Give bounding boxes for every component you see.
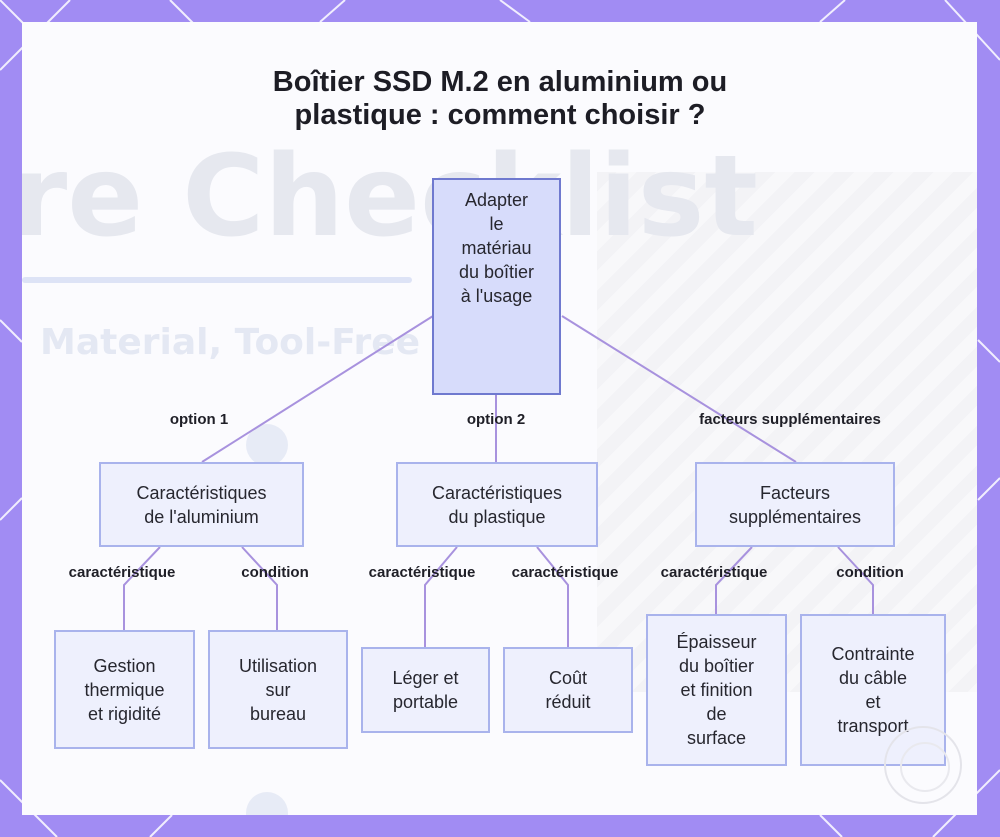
node-root-line: le	[489, 214, 504, 234]
node-line: supplémentaires	[728, 506, 862, 527]
diagram-panel: re Checklist Material, Tool-Free	[22, 22, 977, 815]
edge-alu-gestion	[123, 546, 161, 630]
node-line: et	[865, 692, 881, 712]
node-line: de l'aluminium	[144, 506, 259, 527]
node-line: Coût	[548, 668, 588, 688]
node-gestion-thermique: Gestion thermique et rigidité	[54, 630, 195, 749]
node-cout-reduit: Coût réduit	[503, 647, 633, 733]
node-root-line: Adapter	[464, 190, 529, 210]
node-root-line: du boîtier	[458, 262, 535, 282]
node-leger-portable: Léger et portable	[361, 647, 490, 733]
background-watermark-stripes	[597, 172, 977, 692]
edge-plast-leger	[424, 546, 458, 647]
edge-label-alu-condition: condition	[241, 564, 309, 581]
background-watermark-subtitle: Material, Tool-Free	[40, 322, 421, 363]
node-line: du plastique	[448, 506, 546, 527]
node-contrainte-cable: Contrainte du câble et transport	[800, 614, 946, 766]
title-line-2: plastique : comment choisir ?	[294, 99, 706, 131]
node-root-adapter-materiau: Adapter le matériau du boîtier à l'usage	[432, 178, 561, 395]
background-watermark-text: re Checklist	[22, 132, 758, 262]
edge-label-plast-caracteristique-1: caractéristique	[368, 564, 476, 581]
edge-label-alu-caracteristique: caractéristique	[68, 564, 176, 581]
node-line: Facteurs	[759, 482, 830, 503]
node-line: du câble	[838, 668, 908, 688]
node-line: Épaisseur	[676, 632, 757, 652]
node-line: Utilisation	[238, 655, 318, 676]
node-line: sur	[265, 679, 291, 700]
edge-label-facteurs-supplementaires: facteurs supplémentaires	[699, 411, 881, 428]
background-watermark-circle	[246, 792, 288, 815]
node-utilisation-bureau: Utilisation sur bureau	[208, 630, 348, 749]
edge-alu-utilisation	[241, 546, 278, 630]
node-facteurs-supplementaires: Facteurs supplémentaires	[695, 462, 895, 547]
node-root-line: à l'usage	[460, 286, 533, 306]
diagram-title: Boîtier SSD M.2 en aluminium ou plastiqu…	[0, 66, 1000, 132]
node-line: et finition	[680, 680, 753, 700]
node-caracteristiques-plastique: Caractéristiques du plastique	[396, 462, 598, 547]
edge-fact-epaisseur	[715, 546, 753, 614]
node-line: transport	[837, 716, 909, 736]
node-line: Contrainte	[831, 644, 915, 664]
node-line: réduit	[545, 692, 591, 712]
node-line: Caractéristiques	[136, 482, 267, 503]
node-line: bureau	[249, 703, 307, 724]
node-line: surface	[686, 728, 746, 748]
node-line: Léger et	[392, 668, 459, 688]
node-line: portable	[392, 692, 459, 712]
edge-label-fact-condition: condition	[836, 564, 904, 581]
title-line-1: Boîtier SSD M.2 en aluminium ou	[272, 66, 728, 98]
node-line: de	[706, 704, 727, 724]
node-line: thermique	[84, 679, 165, 700]
node-line: et rigidité	[87, 703, 162, 724]
edge-root-facteurs	[561, 315, 797, 463]
edge-fact-contrainte	[837, 546, 874, 614]
edge-plast-cout	[536, 546, 569, 647]
node-epaisseur-finition: Épaisseur du boîtier et finition de surf…	[646, 614, 787, 766]
background-watermark-bar	[22, 277, 412, 283]
background-watermark-circle	[246, 424, 288, 466]
node-caracteristiques-aluminium: Caractéristiques de l'aluminium	[99, 462, 304, 547]
edge-root-aluminium	[201, 315, 434, 463]
node-line: Gestion	[93, 655, 156, 676]
node-line: du boîtier	[678, 656, 755, 676]
watermark-stamp-icon	[884, 726, 962, 804]
edge-label-plast-caracteristique-2: caractéristique	[511, 564, 619, 581]
node-root-line: matériau	[461, 238, 532, 258]
edge-label-option-2: option 2	[466, 411, 526, 428]
edge-label-option-1: option 1	[169, 411, 229, 428]
node-line: Caractéristiques	[431, 482, 563, 503]
edge-label-fact-caracteristique: caractéristique	[660, 564, 768, 581]
